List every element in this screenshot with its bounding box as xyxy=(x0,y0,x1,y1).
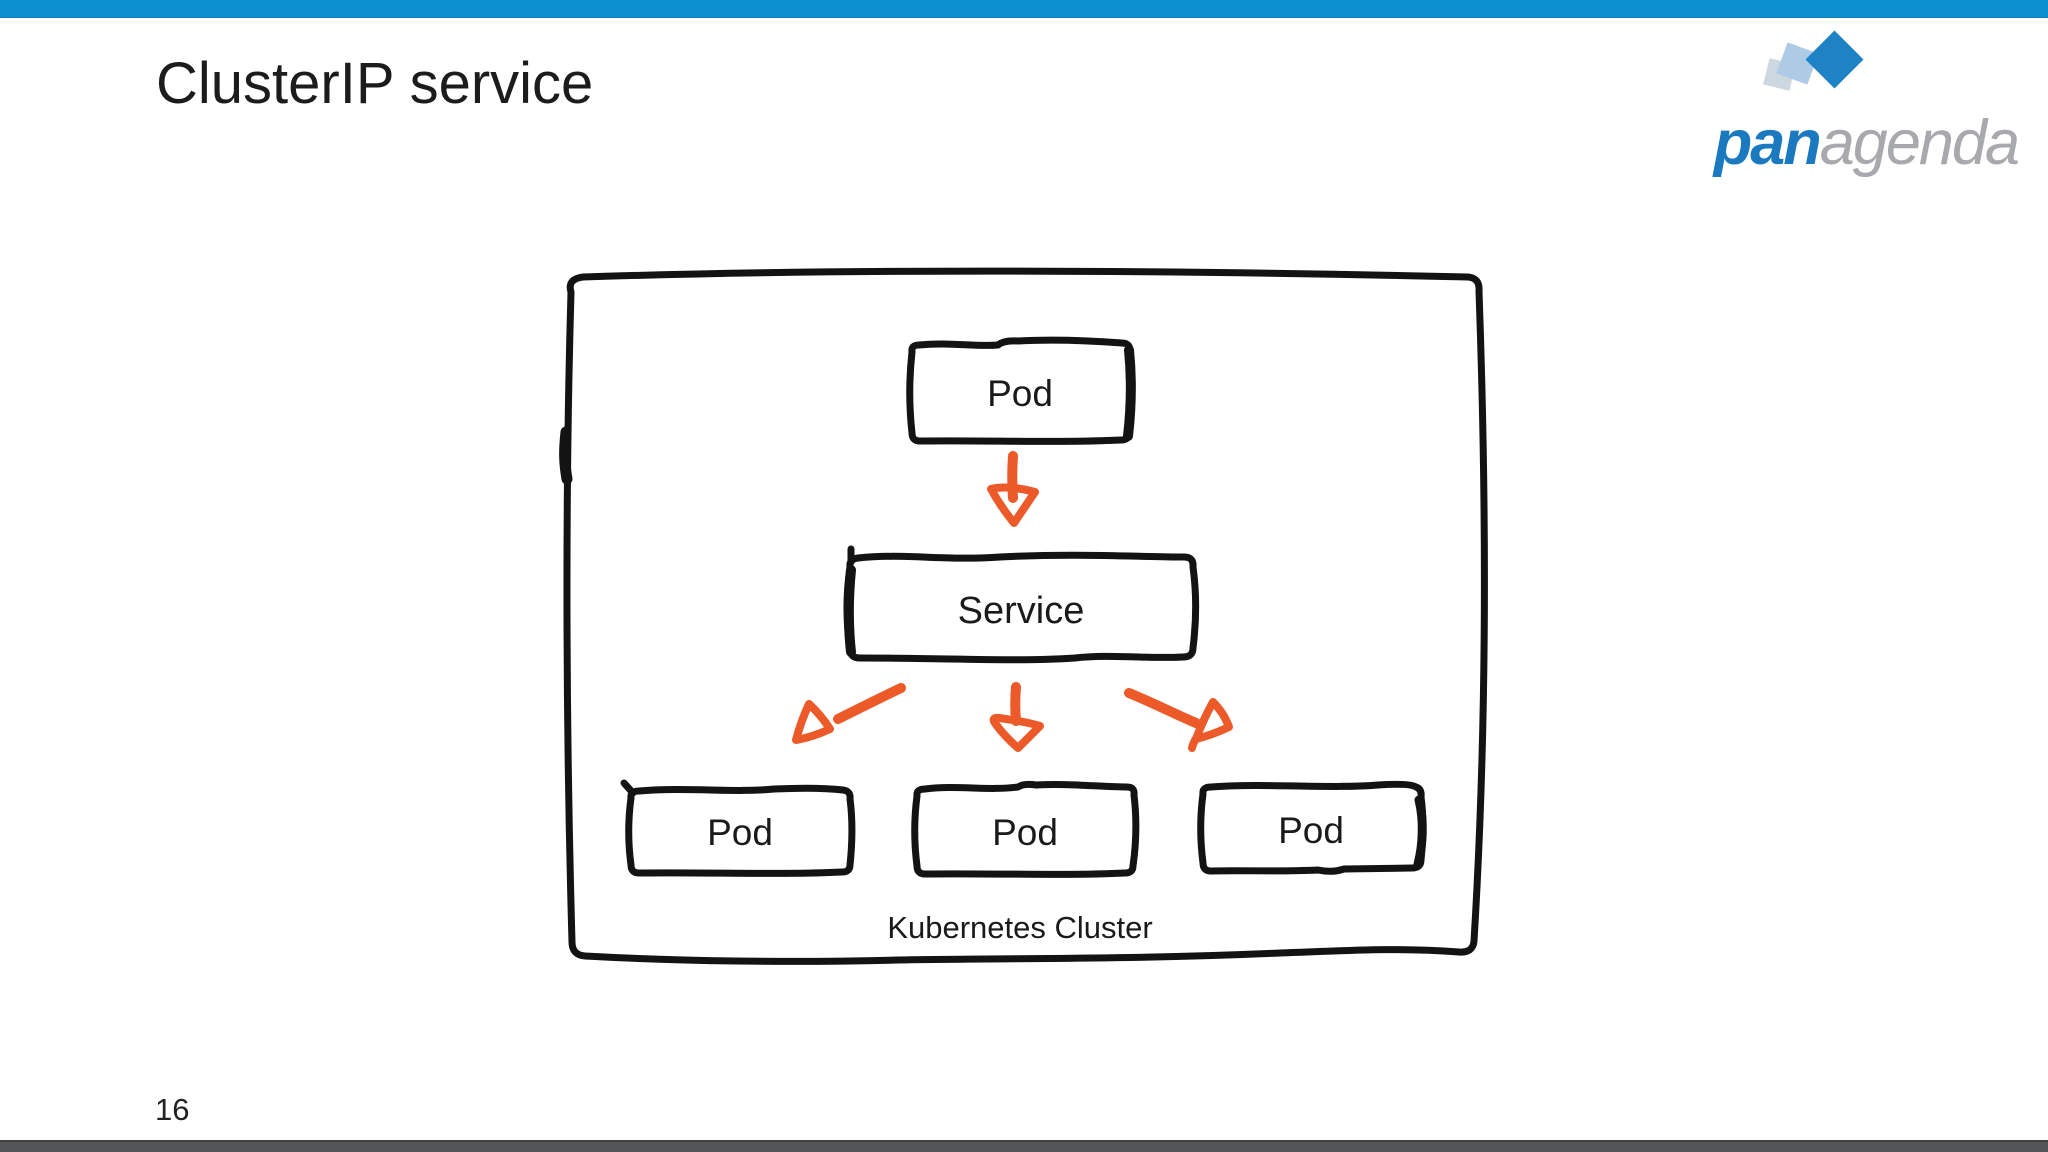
node-label-pod-right: Pod xyxy=(1278,810,1344,851)
diagram-labels: Pod Service Pod Pod Pod Kubernetes Clust… xyxy=(707,373,1344,945)
edge-arrow-service-to-pod-middle xyxy=(989,682,1044,752)
diagram-ink xyxy=(559,267,1488,965)
bottom-bar xyxy=(0,1140,2048,1152)
logo-text-pan: pan xyxy=(1713,108,1822,178)
node-box-service xyxy=(843,551,1200,664)
node-box-pod-left-tail xyxy=(620,779,637,797)
logo-diamond-blue-icon xyxy=(1805,30,1864,89)
node-label-pod-top: Pod xyxy=(987,373,1053,414)
cluster-label: Kubernetes Cluster xyxy=(887,910,1152,945)
node-box-pod-middle xyxy=(911,780,1140,878)
node-box-pod-right-overdraw xyxy=(1413,795,1427,869)
logo-text-agenda: agenda xyxy=(1819,108,2020,178)
node-label-pod-left: Pod xyxy=(707,812,773,853)
edge-arrow-pod-to-service xyxy=(987,451,1039,527)
logo-wordmark: panagenda xyxy=(1714,112,2020,175)
cluster-box-overdraw xyxy=(559,426,573,485)
slide-title: ClusterIP service xyxy=(156,51,594,116)
edge-arrow-service-to-pod-right xyxy=(1124,688,1233,752)
node-box-pod-top-overdraw xyxy=(1123,345,1136,441)
edge-arrow-service-to-pod-left xyxy=(792,683,906,744)
node-label-pod-middle: Pod xyxy=(992,812,1058,853)
page-number: 16 xyxy=(155,1092,190,1127)
top-accent-bar xyxy=(0,0,2048,18)
node-box-service-overdraw xyxy=(843,565,856,657)
cluster-box xyxy=(563,267,1488,965)
node-label-service: Service xyxy=(958,590,1085,632)
clusterip-diagram: Pod Service Pod Pod Pod Kubernetes Clust… xyxy=(559,267,1488,965)
panagenda-logo: panagenda xyxy=(1688,30,2020,175)
node-box-pod-left xyxy=(625,784,856,877)
diagram-arrows xyxy=(792,451,1233,752)
